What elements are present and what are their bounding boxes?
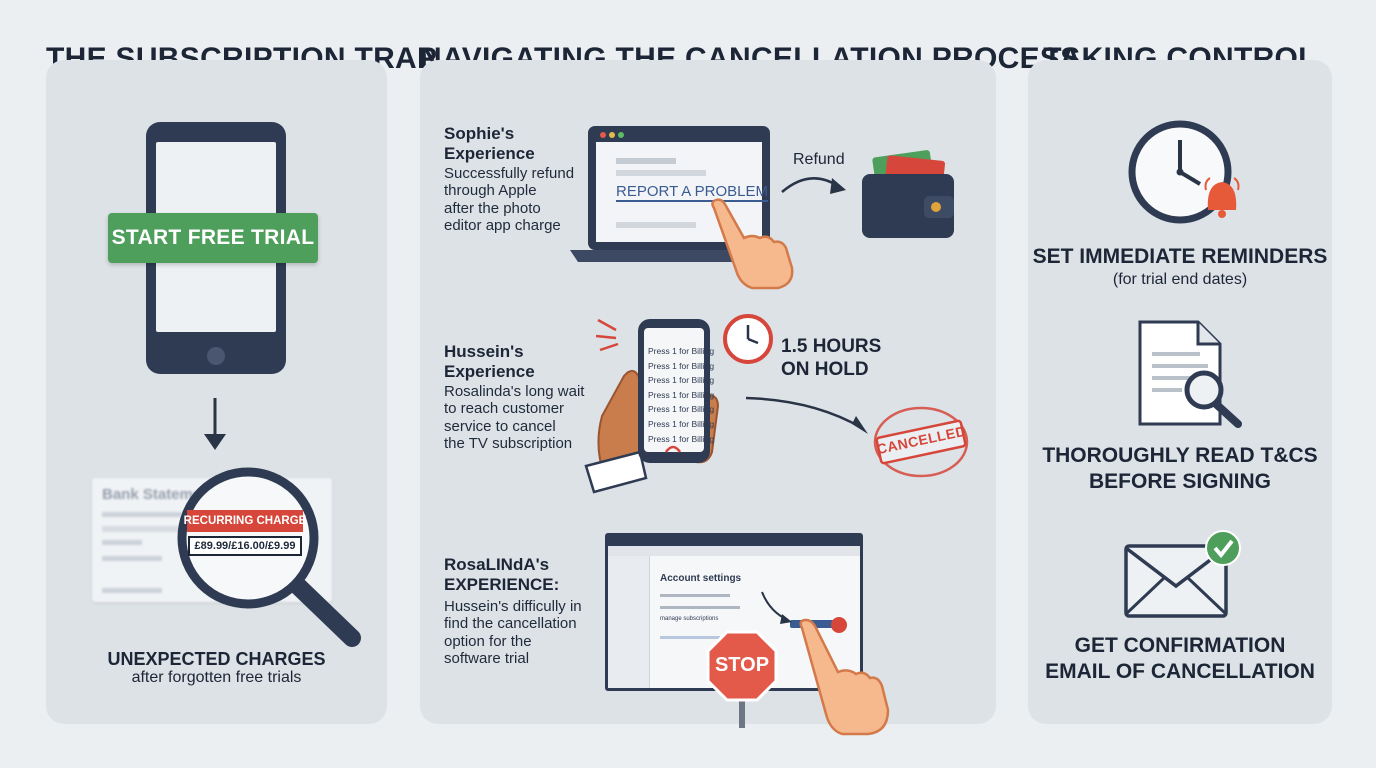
phone-screen-lines: Press 1 for Billing Press 1 for Billing …	[648, 344, 714, 446]
hang-up-icon	[664, 445, 682, 453]
sophie-title-line2: Experience	[444, 144, 535, 163]
stop-sign-label: STOP	[714, 654, 770, 676]
clock-icon	[723, 314, 773, 364]
alert-lines-icon	[595, 318, 619, 352]
small-curved-arrow-icon	[761, 591, 792, 624]
hussein-desc-line: service to cancel	[444, 417, 556, 435]
hussein-title-line2: Experience	[444, 362, 535, 381]
hussein-desc-line: Rosalinda's long wait	[444, 383, 585, 400]
arrow-down-icon	[204, 398, 226, 450]
pointing-hand-icon	[799, 618, 890, 736]
magnifying-glass-icon	[177, 467, 361, 647]
wallet-icon	[862, 150, 954, 238]
browser-title-bar	[608, 536, 860, 546]
recurring-charge-label: RECURRING CHARGE	[183, 515, 307, 527]
manage-subscriptions-label: manage subscriptions	[660, 616, 719, 622]
rosalinda-desc-line: Hussein's difficully in	[444, 598, 582, 615]
sophie-desc-line: editor app charge	[444, 216, 561, 234]
hand-holding-phone-icon	[584, 369, 720, 494]
browser-sidebar	[608, 556, 650, 688]
sophie-title-line1: Sophie's	[444, 124, 515, 143]
cancel-subscription-button[interactable]	[831, 617, 847, 633]
hussein-desc-line: to reach customer	[444, 400, 565, 418]
hold-time-line1: 1.5 HOURS	[781, 336, 882, 357]
confirmation-email-tip-line2: EMAIL OF CANCELLATION	[1045, 660, 1315, 683]
set-reminders-tip: SET IMMEDIATE REMINDERS	[1032, 245, 1328, 268]
statement-line	[102, 540, 142, 545]
read-terms-tip-line2: BEFORE SIGNING	[1088, 470, 1272, 493]
alarm-clock-icon	[1128, 120, 1240, 224]
confirmation-email-tip-line1: GET CONFIRMATION	[1074, 634, 1286, 657]
settings-row	[660, 594, 730, 597]
rosalinda-desc-line: option for the	[444, 632, 532, 650]
sophie-desc-line: through Apple	[444, 182, 537, 200]
hussein-description: Rosalinda's long wait to reach customer …	[444, 383, 584, 452]
statement-line	[102, 512, 182, 517]
start-free-trial-label: START FREE TRIAL	[111, 226, 315, 249]
rosalinda-description: Hussein's difficully in find the cancell…	[444, 598, 582, 667]
rosalinda-desc-line: software trial	[444, 649, 530, 667]
trial-end-dates-note: (for trial end dates)	[1112, 271, 1248, 288]
sophie-desc-line: after the photo	[444, 199, 541, 217]
start-free-trial-button[interactable]: START FREE TRIAL	[108, 213, 318, 263]
refund-label: Refund	[793, 151, 845, 168]
statement-line	[102, 556, 162, 561]
pointing-hand-icon	[711, 198, 794, 290]
document-search-icon	[1138, 320, 1242, 428]
sophie-description: Successfully refund through Apple after …	[444, 165, 574, 234]
rosalinda-title-line2: EXPERIENCE:	[444, 575, 560, 594]
report-a-problem-link[interactable]: REPORT A PROBLEM	[616, 183, 768, 202]
read-terms-tip-line1: THOROUGHLY READ T&CS	[1042, 444, 1318, 467]
stop-sign-icon	[706, 630, 778, 728]
curved-arrow-icon	[781, 177, 846, 194]
settings-row	[660, 636, 720, 639]
account-settings-title: Account settings	[660, 573, 742, 584]
recurring-charge-tag: RECURRING CHARGE	[184, 510, 306, 532]
charge-amount: £89.99/£16.00/£9.99	[188, 536, 302, 556]
ivr-line: Press 1 for Billing	[648, 433, 715, 444]
hold-time-line2: ON HOLD	[781, 359, 869, 380]
statement-line	[102, 588, 162, 593]
settings-row	[660, 606, 740, 609]
hussein-title-line1: Hussein's	[444, 342, 524, 361]
unexpected-charges-caption: UNEXPECTED CHARGES	[107, 649, 326, 669]
ivr-line: Press 1 for Billing	[648, 418, 715, 429]
ivr-line: Press 1 for Billing	[648, 346, 715, 356]
long-arrow-icon	[745, 396, 868, 434]
ivr-line: Press 1 for Billing	[648, 375, 715, 386]
forgotten-trials-caption: after forgotten free trials	[131, 669, 302, 686]
browser-address-bar	[608, 546, 860, 556]
ivr-line: Press 1 for Billing	[648, 404, 715, 415]
hussein-desc-line: the TV subscription	[444, 434, 573, 452]
ivr-line: Press 1 for Billing	[648, 389, 715, 400]
ivr-line: Press 1 for Billing	[648, 360, 715, 371]
rosalinda-title-line1: RosaLINdA's	[444, 555, 550, 574]
sophie-desc-line: Successfully refund	[444, 165, 575, 182]
rosalinda-desc-line: find the cancellation	[444, 615, 577, 633]
bank-statement-title: Bank Statement	[102, 486, 216, 503]
envelope-check-icon	[1124, 530, 1241, 618]
phone-icon	[638, 319, 710, 463]
cancelled-stamp-icon	[873, 406, 969, 478]
